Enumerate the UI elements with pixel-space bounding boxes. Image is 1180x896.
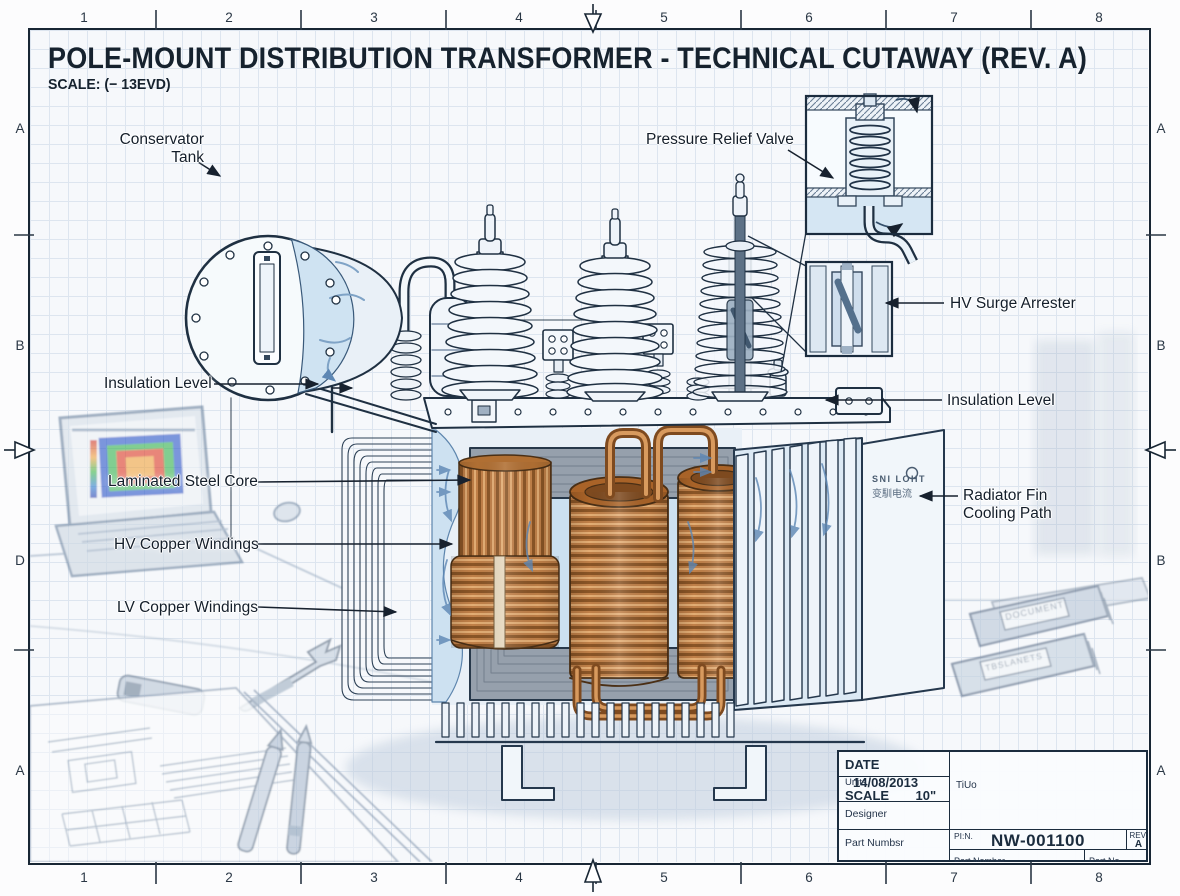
scale-value: 10" xyxy=(915,788,937,803)
svg-text:5: 5 xyxy=(660,870,668,885)
bottom-fins xyxy=(441,702,735,738)
title-block: DATE 14/08/2013 Units SCALE 10" Designer… xyxy=(837,750,1148,862)
svg-text:3: 3 xyxy=(370,870,378,885)
title-block-pn-cell: PI:N. NW-001100 xyxy=(950,830,1127,850)
binders-sketch: DOCUMENT TBSLANETS xyxy=(950,576,1148,698)
ruler-letters-left: A B D A xyxy=(15,121,25,778)
title-block-title-cell: TiUo xyxy=(950,752,1148,830)
svg-text:B: B xyxy=(1156,338,1165,353)
drawing-title: POLE-MOUNT DISTRIBUTION TRANSFORMER - TE… xyxy=(48,42,1088,75)
label-laminated-steel-core: Laminated Steel Core xyxy=(108,473,258,490)
conservator-tank xyxy=(184,234,403,402)
date-value: 14/08/2013 xyxy=(853,775,919,790)
laptop-sketch xyxy=(54,405,301,578)
svg-text:B: B xyxy=(15,338,24,353)
title-block-designer-cell: Designer xyxy=(839,802,950,830)
svg-text:B: B xyxy=(1156,553,1165,568)
hv-bushing-left xyxy=(441,204,539,401)
label-hv-copper-windings: HV Copper Windings xyxy=(114,536,259,553)
drawing-area: DOCUMENT TBSLANETS xyxy=(30,30,1148,862)
date-label: DATE xyxy=(845,757,880,772)
svg-text:8: 8 xyxy=(1095,10,1103,25)
pn-value: NW-001100 xyxy=(991,831,1085,850)
ruler-numbers-top: 1 2 3 4 5 6 7 8 xyxy=(80,10,1103,25)
ruler-numbers-bottom: 1 2 3 4 5 6 7 8 xyxy=(80,870,1103,885)
title-block-rev-cell: REV. A xyxy=(1127,830,1148,850)
svg-text:A: A xyxy=(1156,121,1165,136)
svg-text:6: 6 xyxy=(805,10,813,25)
transformer-body: SNI LOHT 变馴电流 xyxy=(184,173,945,801)
units-label: Units xyxy=(845,777,867,788)
svg-text:5: 5 xyxy=(660,10,668,25)
svg-text:4: 4 xyxy=(515,870,523,885)
svg-text:7: 7 xyxy=(950,10,958,25)
drawing-scale-note: SCALE: (− 13EVD) xyxy=(48,76,171,93)
part-nomber-label: Part Nomber xyxy=(954,856,1006,862)
pen-sketch xyxy=(237,723,313,855)
sketch-paper xyxy=(30,686,433,862)
title-label: TiUo xyxy=(956,780,977,791)
transformer-illustration: DOCUMENT TBSLANETS xyxy=(30,93,1148,862)
svg-text:6: 6 xyxy=(805,870,813,885)
svg-text:D: D xyxy=(15,553,25,568)
svg-text:3: 3 xyxy=(370,10,378,25)
leader-lines xyxy=(197,149,958,618)
pressure-relief-detail xyxy=(804,93,934,265)
tank-end-panel: SNI LOHT 变馴电流 xyxy=(861,429,945,701)
designer-label: Designer xyxy=(845,808,888,820)
rev-value: A xyxy=(1134,839,1143,850)
title-block-date-cell: DATE 14/08/2013 xyxy=(839,752,950,790)
hv-bushing-center xyxy=(566,208,664,402)
label-insulation-level-right: Insulation Level xyxy=(947,392,1055,409)
svg-text:2: 2 xyxy=(225,870,233,885)
svg-text:8: 8 xyxy=(1095,870,1103,885)
label-insulation-level-left: Insulation Level xyxy=(104,375,212,392)
rev-label: REV. xyxy=(1129,831,1148,840)
svg-text:2: 2 xyxy=(225,10,233,25)
radiator-fins xyxy=(733,437,863,711)
svg-text:A: A xyxy=(1156,763,1165,778)
pn-label: PI:N. xyxy=(954,831,973,841)
title-block-part-no-cell: Part No. xyxy=(1085,850,1148,862)
label-hv-surge-arrester: HV Surge Arrester xyxy=(950,295,1076,312)
svg-text:1: 1 xyxy=(80,10,88,25)
hv-bushing-right-cutaway xyxy=(692,173,788,402)
title-block-part-nomber-cell: Part Nomber xyxy=(950,850,1085,862)
hv-winding-center xyxy=(569,476,669,687)
svg-text:A: A xyxy=(15,763,24,778)
label-lv-copper-windings: LV Copper Windings xyxy=(117,599,259,616)
nameplate-cjk: 变馴电流 xyxy=(872,487,912,500)
label-pressure-relief-valve: Pressure Relief Valve xyxy=(646,131,794,148)
ruler-letters-right: A B B A xyxy=(1156,121,1165,778)
title-block-part-number-cell: Part Numbsr xyxy=(839,830,950,862)
title-block-scale-cell: Units SCALE 10" xyxy=(839,777,950,803)
svg-text:A: A xyxy=(15,121,24,136)
svg-text:4: 4 xyxy=(515,10,523,25)
part-number-label: Part Numbsr xyxy=(845,837,904,849)
detail-box-leaders xyxy=(747,231,807,373)
svg-text:1: 1 xyxy=(80,870,88,885)
label-radiator-fin-cooling-path: Radiator Fin Cooling Path xyxy=(963,487,1052,522)
surge-arrester-detail xyxy=(804,260,894,358)
oil-flow-arrows xyxy=(436,452,713,646)
scale-label: SCALE xyxy=(845,788,890,803)
part-no-label: Part No. xyxy=(1089,856,1123,862)
nameplate-brand: SNI LOHT xyxy=(872,474,926,484)
lv-winding xyxy=(450,454,560,650)
label-conservator-tank: Conservator Tank xyxy=(119,131,204,166)
svg-text:7: 7 xyxy=(950,870,958,885)
